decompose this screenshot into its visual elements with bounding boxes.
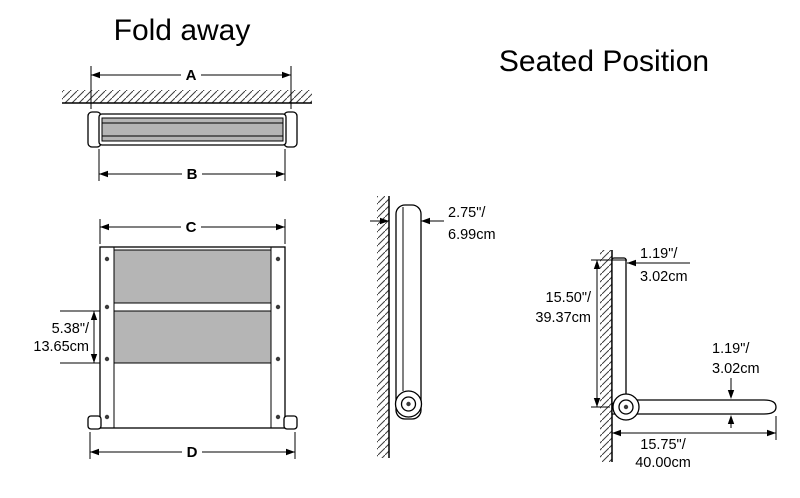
screw-hole (275, 414, 281, 420)
folded-front-view: A B (62, 66, 312, 183)
bottom-panel (113, 310, 272, 364)
wall-hatch-right (600, 250, 612, 462)
dimension-height: 15.50"/ 39.37cm (535, 259, 627, 408)
top-panel (113, 249, 272, 304)
seated-side-view: 1.19"/ 3.02cm 15.50"/ 39.37cm 1.19"/ 3.0… (535, 246, 777, 471)
dim-b-label: B (187, 166, 198, 183)
wall-hatch-middle (377, 196, 389, 458)
depth-cm: 40.00cm (635, 455, 691, 471)
wall-hatch-top (62, 90, 312, 103)
dimension-b: B (98, 149, 286, 183)
screw-hole (275, 304, 281, 310)
dimension-d: D (89, 432, 296, 461)
folded-side-view: 2.75"/ 6.99cm (370, 196, 496, 458)
seat-profile (611, 399, 777, 415)
seat-front-view: C D 5.38"/ 13.65cm (33, 219, 298, 461)
bracket-thickness-cm: 3.02cm (640, 269, 688, 285)
screw-hole (104, 414, 110, 420)
panel-height-inches: 5.38"/ (52, 321, 90, 337)
height-inches: 15.50"/ (546, 290, 592, 306)
screw-hole (104, 304, 110, 310)
fold-away-title: Fold away (114, 14, 251, 47)
screw-hole (104, 356, 110, 362)
left-foot (87, 415, 102, 430)
screw-hole (275, 356, 281, 362)
folded-seat-slats (101, 117, 284, 142)
dimension-seat-thickness: 1.19"/ 3.02cm (712, 341, 760, 428)
height-cm: 39.37cm (535, 310, 591, 326)
dimension-bracket-thickness: 1.19"/ 3.02cm (627, 246, 690, 285)
folded-seat-profile (395, 204, 422, 420)
seat-thickness-inches: 1.19"/ (712, 341, 750, 357)
depth-inches: 15.75"/ (640, 437, 686, 453)
dim-a-label: A (186, 67, 197, 84)
screw-hole (104, 256, 110, 262)
hinge-pin (406, 401, 411, 407)
dimension-folded-depth: 2.75"/ 6.99cm (370, 205, 496, 243)
hinge-pin (623, 404, 629, 410)
dim-c-label: C (186, 219, 197, 236)
dimension-depth: 15.75"/ 40.00cm (612, 416, 777, 471)
dim-d-label: D (187, 444, 198, 461)
bracket-thickness-inches: 1.19"/ (640, 246, 678, 262)
right-foot (283, 415, 298, 430)
dimension-a: A (90, 66, 292, 109)
seated-position-title: Seated Position (499, 45, 709, 78)
seat-thickness-cm: 3.02cm (712, 361, 760, 377)
dimension-c: C (99, 219, 286, 244)
folded-depth-inches: 2.75"/ (448, 205, 486, 221)
panel-height-cm: 13.65cm (33, 339, 89, 355)
dimension-panel-height: 5.38"/ 13.65cm (33, 310, 100, 364)
folded-depth-cm: 6.99cm (448, 227, 496, 243)
screw-hole (275, 256, 281, 262)
wall-bracket (611, 257, 627, 405)
